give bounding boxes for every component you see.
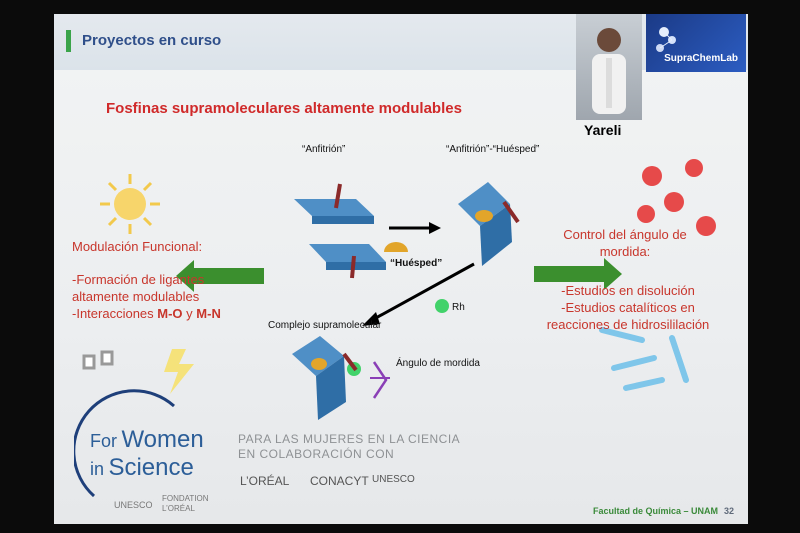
lightning-icon [164,349,194,394]
left-item-2-mo: M-O [157,306,183,321]
diagram [82,159,716,420]
plug-icon [82,350,114,370]
fws-arc [74,389,175,498]
bite-angle-icon [370,361,390,399]
molecule-icon [656,27,676,52]
right-item-2-line-2: reacciones de hidrosililación [546,317,710,332]
slide-screen: Proyectos en curso SupraChemLab Yareli F… [54,14,748,524]
person-photo [576,14,642,120]
left-item-2-y: y [182,306,197,321]
left-item-1-line-2: altamente modulables [72,289,200,304]
footer-tagline: PARA LAS MUJERES EN LA CIENCIA EN COLABO… [238,432,460,462]
right-heading-line-1: Control del ángulo de [563,227,687,242]
red-spheres [637,159,716,236]
footer-tagline-2: EN COLABORACIÓN CON [238,447,395,461]
arrow-left-green [176,260,264,292]
host-molecule [294,183,386,279]
header-accent-bar [66,30,71,52]
rh-icon [435,299,449,313]
complex-molecule [292,336,361,420]
person-icon [592,28,626,114]
left-item-2-mn: M-N [196,306,221,321]
loreal-logo: L’ORÉAL [240,474,290,488]
left-text-block: Modulación Funcional: -Formación de liga… [72,238,221,322]
sun-icon [100,174,160,234]
fws-for: For [90,431,117,451]
header-title: Proyectos en curso [82,32,222,49]
faculty-label: Facultad de Química – UNAM [592,506,718,516]
blue-rods [599,327,689,391]
label-angulo: Ángulo de mordida [396,358,480,369]
arrow-right-green [534,258,622,290]
label-complejo: Complejo supramolecular [268,320,382,331]
arrow-diagonal [362,262,475,326]
right-item-2-line-1: -Estudios catalíticos en [561,300,695,315]
unesco-small-1: UNESCO [114,500,153,510]
label-anfitrion: “Anfitrión” [302,144,346,155]
conacyt-logo: CONACYT [310,474,369,488]
slide-subtitle: Fosfinas supramoleculares altamente modu… [106,100,462,117]
logo-text: SupraChemLab [664,53,738,64]
right-heading: Control del ángulo de mordida: [520,226,730,260]
person-name: Yareli [584,122,622,138]
page-number: 32 [723,506,734,516]
left-item-2: -Interacciones M-O y M-N [72,305,221,322]
left-item-2-prefix: -Interacciones [72,306,158,321]
right-heading-line-2: mordida: [599,244,651,259]
label-huesped: “Huésped” [390,258,443,269]
footer-right: Facultad de Química – UNAM 32 [593,506,734,516]
footer-tagline-1: PARA LAS MUJERES EN LA CIENCIA [238,432,461,446]
label-rh: Rh [452,302,465,313]
fws-science: Science [108,454,194,481]
suprachemlab-logo: SupraChemLab [646,14,746,72]
left-heading: Modulación Funcional: [72,239,203,254]
fondation-line-2: L’ORÉAL [162,504,195,513]
left-item-1-line-1: -Formación de ligantes [72,272,205,287]
fws-women: Women [121,426,204,453]
fondation-line-1: FONDATION [162,494,209,503]
arrow-right [389,222,441,234]
label-anfitrion-huesped: “Anfitrión”-“Huésped” [446,144,540,155]
host-guest-molecule [458,182,520,266]
fws-in: in [90,459,105,479]
right-item-1: -Estudios en disolución [561,283,695,298]
guest-icon [384,242,408,252]
right-list: -Estudios en disolución -Estudios catalí… [518,282,738,333]
unesco-logo: UNESCO [372,474,415,485]
fws-logo: For Women in Science [90,426,204,482]
